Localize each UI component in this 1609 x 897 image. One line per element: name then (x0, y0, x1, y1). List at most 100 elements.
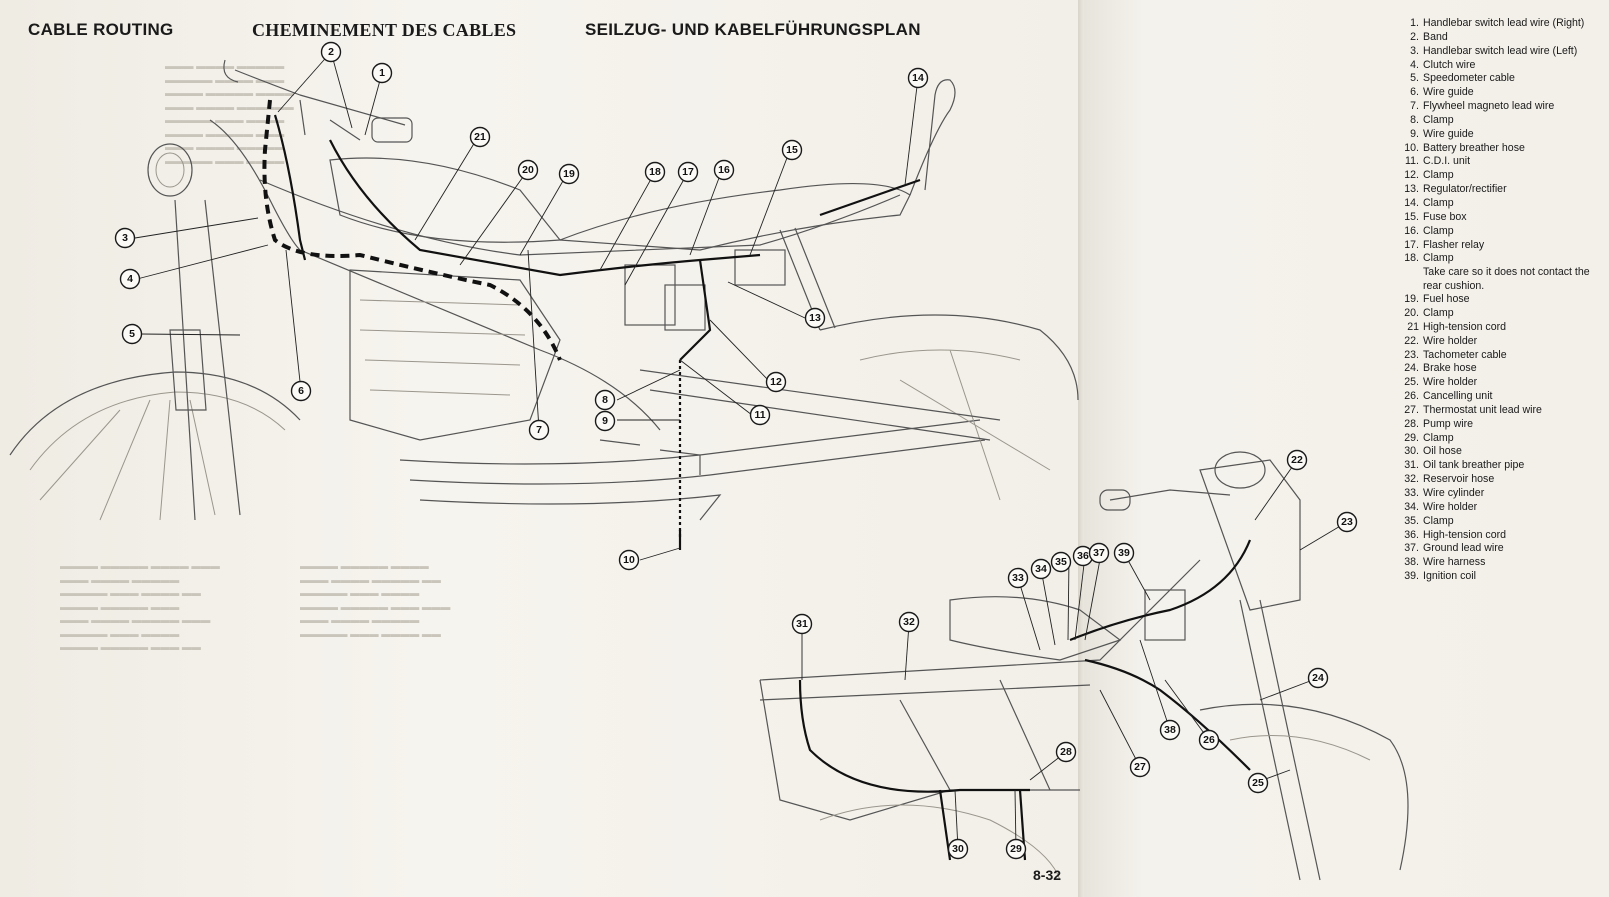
legend-item: 19.Fuel hose (1393, 293, 1605, 307)
legend-item: 7.Flywheel magneto lead wire (1393, 100, 1605, 114)
callout-29: 29 (1005, 838, 1027, 860)
legend-item-number: 18. (1404, 252, 1419, 265)
callout-35: 35 (1050, 551, 1072, 573)
callout-8: 8 (594, 389, 616, 411)
legend-item: 38. Wire harness (1393, 556, 1605, 570)
callout-31: 31 (791, 613, 813, 635)
legend-item: 24. Brake hose (1393, 362, 1605, 376)
bleed-through-text-3: ▬▬▬▬ ▬▬▬▬▬ ▬▬▬▬ ▬▬▬ ▬▬▬▬ ▬▬▬▬▬ ▬▬ ▬▬▬▬▬ … (300, 561, 451, 640)
callout-19: 19 (558, 163, 580, 185)
legend-item-text: Wire holder (1423, 334, 1478, 347)
callout-21: 21 (469, 126, 491, 148)
callout-10: 10 (618, 549, 640, 571)
callout-24: 24 (1307, 667, 1329, 689)
callout-14: 14 (907, 67, 929, 89)
callout-37-label: 37 (1093, 547, 1105, 559)
callout-10-label: 10 (623, 554, 635, 566)
legend-item: 8.Clamp (1393, 114, 1605, 128)
legend-item-number: 10. (1404, 141, 1419, 154)
parts-legend: 1.Handlebar switch lead wire (Right)2.Ba… (1393, 17, 1605, 584)
callout-35-label: 35 (1055, 556, 1067, 568)
legend-item-number: 38. (1404, 556, 1419, 569)
left-page (0, 0, 1080, 897)
legend-item: 37.Ground lead wire (1393, 542, 1605, 556)
legend-item: 3.Handlebar switch lead wire (Left) (1393, 45, 1605, 59)
legend-item-number: 7. (1410, 100, 1419, 113)
callout-19-label: 19 (563, 168, 575, 180)
legend-item-number: 17. (1404, 238, 1419, 251)
callout-20: 20 (517, 159, 539, 181)
callout-32-label: 32 (903, 616, 915, 628)
legend-item-number: 25. (1404, 376, 1419, 389)
callout-2: 2 (320, 41, 342, 63)
legend-item-text: Wire guide (1423, 86, 1474, 99)
legend-item-number: 3. (1410, 44, 1419, 57)
legend-item-number: 2. (1410, 30, 1419, 43)
callout-9-label: 9 (602, 415, 608, 427)
legend-item-text: Wire harness (1423, 556, 1486, 569)
callout-17-label: 17 (682, 166, 694, 178)
legend-item: 2.Band (1393, 31, 1605, 45)
motorcycle-side-view (9, 59, 1079, 550)
callout-15: 15 (781, 139, 803, 161)
callout-21-label: 21 (474, 131, 486, 143)
legend-item: 13. Regulator/rectifier (1393, 183, 1605, 197)
callout-9: 9 (594, 410, 616, 432)
legend-item: 22. Wire holder (1393, 335, 1605, 349)
callout-7: 7 (528, 419, 550, 441)
page-fold (1078, 0, 1084, 897)
callout-5: 5 (121, 323, 143, 345)
legend-item-text: Fuse box (1423, 210, 1467, 223)
callout-27-label: 27 (1134, 761, 1146, 773)
legend-item-number: 34. (1404, 500, 1419, 513)
callout-33: 33 (1007, 567, 1029, 589)
legend-item-text: Regulator/rectifier (1423, 183, 1507, 196)
callout-7-label: 7 (536, 424, 542, 436)
legend-item-text: Clamp (1423, 169, 1454, 182)
legend-item-text: Brake hose (1423, 362, 1477, 375)
legend-item: 15.Fuse box (1393, 211, 1605, 225)
callout-25-label: 25 (1252, 777, 1264, 789)
legend-item-text: Ignition coil (1423, 570, 1476, 583)
callout-13-label: 13 (809, 312, 821, 324)
legend-item-text: Oil hose (1423, 445, 1462, 458)
legend-item-number: 33. (1404, 487, 1419, 499)
legend-item: 9.Wire guide (1393, 128, 1605, 142)
legend-item: 23.Tachometer cable (1393, 349, 1605, 363)
callout-39-label: 39 (1118, 547, 1130, 559)
callout-28: 28 (1055, 741, 1077, 763)
legend-item: 16.Clamp (1393, 225, 1605, 239)
callout-5-label: 5 (129, 328, 135, 340)
heading-french: CHEMINEMENT DES CABLES (252, 20, 517, 40)
legend-item-number: 13. (1404, 183, 1419, 196)
legend-item: 27.Thermostat unit lead wire (1393, 404, 1605, 418)
callout-17: 17 (677, 161, 699, 183)
callout-29-label: 29 (1010, 843, 1022, 855)
legend-item-text: Clamp (1423, 224, 1454, 237)
callout-3: 3 (114, 227, 136, 249)
legend-item-text: Clamp (1423, 113, 1454, 126)
callout-31-label: 31 (796, 618, 808, 630)
legend-item-number: 6. (1410, 86, 1419, 99)
callout-18-label: 18 (649, 166, 661, 178)
legend-note: Take care so it does not contact the rea… (1393, 266, 1605, 293)
motorcycle-inset-view (759, 451, 1409, 881)
leader-lines-inset (801, 459, 1348, 850)
legend-item-text: High-tension cord (1423, 320, 1507, 333)
legend-item-text: Wire cylinder (1423, 487, 1485, 499)
legend-item-text: High-tension cord (1423, 528, 1507, 541)
callout-11: 11 (749, 404, 771, 426)
callout-4-label: 4 (127, 273, 133, 285)
legend-item-number: 22. (1404, 334, 1419, 347)
bleed-through-text-2: ▬▬▬▬ ▬▬▬▬▬ ▬▬▬▬ ▬▬▬ ▬▬▬ ▬▬▬▬ ▬▬▬▬▬ ▬▬▬▬▬… (60, 561, 220, 653)
legend-item-text: Flasher relay (1423, 238, 1485, 251)
legend-item: 4.Clutch wire (1393, 59, 1605, 73)
legend-item: 20.Clamp (1393, 307, 1605, 321)
legend-item: 39.Ignition coil (1393, 570, 1605, 584)
legend-item-number: 24. (1404, 362, 1419, 375)
legend-item-text: Thermostat unit lead wire (1423, 403, 1542, 416)
callout-38: 38 (1159, 719, 1181, 741)
legend-item-number: 1. (1410, 17, 1419, 29)
callout-32: 32 (898, 611, 920, 633)
